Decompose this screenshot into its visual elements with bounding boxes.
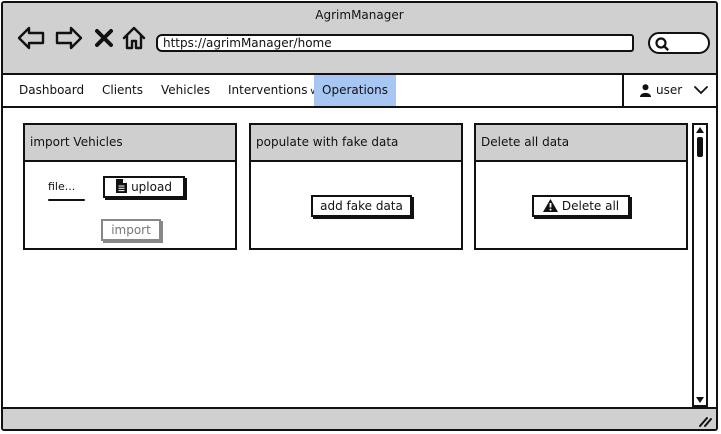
file-input-underline	[48, 199, 85, 201]
fake-data-panel: populate with fake data add fake data	[249, 123, 463, 250]
vertical-scrollbar[interactable]	[692, 123, 708, 407]
chevron-down-icon	[694, 86, 708, 95]
main-menu-bar: Dashboard Clients Vehicles Interventions…	[3, 75, 716, 108]
back-arrow-icon[interactable]	[17, 25, 45, 51]
add-fake-data-button[interactable]: add fake data	[311, 195, 412, 217]
panel-title: Delete all data	[476, 125, 686, 162]
file-label: file...	[48, 180, 76, 193]
upload-button[interactable]: upload	[103, 176, 185, 198]
search-icon	[655, 37, 669, 51]
menu-item-operations[interactable]: Operations	[314, 75, 396, 106]
user-icon	[640, 84, 651, 97]
panel-title: import Vehicles	[25, 125, 235, 162]
menu-item-interventions[interactable]: Interventions∨	[228, 75, 316, 106]
forward-arrow-icon[interactable]	[55, 25, 83, 51]
status-bar	[3, 407, 716, 429]
window-title: AgrimManager	[315, 8, 404, 22]
close-x-icon[interactable]	[94, 25, 114, 51]
import-vehicles-panel: import Vehicles file... upload import	[23, 123, 237, 250]
scroll-thumb[interactable]	[697, 137, 703, 157]
scroll-down-icon[interactable]	[695, 396, 705, 404]
menu-item-interventions-label: Interventions	[228, 83, 308, 97]
delete-all-button[interactable]: Delete all	[532, 195, 630, 217]
menu-item-vehicles[interactable]: Vehicles	[161, 83, 211, 97]
chevron-down-icon: ∨	[309, 87, 317, 97]
menu-item-dashboard[interactable]: Dashboard	[19, 83, 85, 97]
url-input[interactable]: https://agrimManager/home	[156, 34, 634, 52]
title-bar: AgrimManager https://agrimManager/home	[3, 3, 716, 75]
menu-item-clients[interactable]: Clients	[102, 83, 143, 97]
scroll-up-icon[interactable]	[695, 126, 705, 134]
upload-label: upload	[131, 180, 172, 194]
home-icon[interactable]	[121, 25, 147, 51]
user-label: user	[656, 83, 683, 97]
delete-all-label: Delete all	[561, 199, 620, 213]
delete-data-panel: Delete all data Delete all	[474, 123, 688, 250]
file-icon	[116, 179, 128, 193]
resize-grip-icon[interactable]	[698, 415, 712, 427]
panel-title: populate with fake data	[251, 125, 461, 162]
user-menu[interactable]: user	[622, 75, 716, 106]
search-field[interactable]	[648, 32, 710, 54]
import-button[interactable]: import	[101, 219, 161, 241]
warning-icon	[542, 199, 558, 212]
